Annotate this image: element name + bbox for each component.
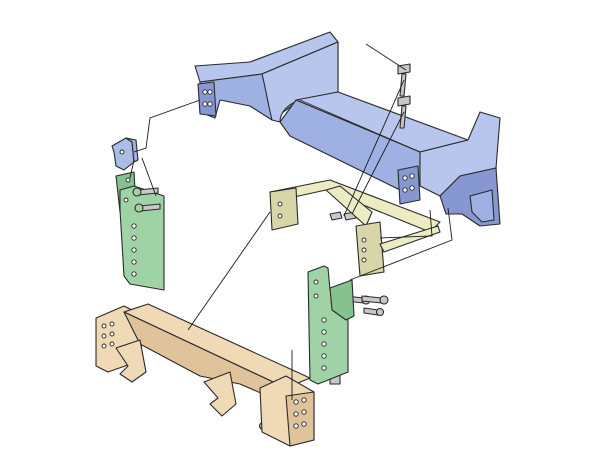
nut-icon bbox=[329, 211, 343, 221]
crossbar-right-hook bbox=[203, 371, 237, 417]
bracket-hole-column bbox=[123, 177, 137, 277]
mounting-bracket-right bbox=[307, 265, 355, 385]
clip-hole bbox=[119, 149, 125, 155]
leader-line bbox=[129, 159, 135, 179]
crossbar-right-face bbox=[285, 391, 315, 447]
support-right-plate bbox=[355, 221, 385, 277]
leader-line bbox=[133, 99, 201, 153]
clip-tab bbox=[125, 137, 139, 163]
frame-edge-line bbox=[299, 99, 421, 153]
frame-hole bbox=[409, 185, 415, 191]
receiver-crossbar bbox=[95, 303, 315, 447]
support-left-plate bbox=[269, 187, 299, 231]
leader-line bbox=[343, 79, 405, 217]
bolt-icon bbox=[134, 203, 161, 213]
frame-hole bbox=[207, 101, 213, 107]
bolt-icon bbox=[397, 95, 411, 129]
frame-right-endplate bbox=[397, 165, 421, 205]
frame-hole bbox=[409, 173, 415, 179]
vehicle-frame bbox=[194, 31, 501, 227]
bracket-flange bbox=[329, 279, 355, 321]
crossbar-left-hook bbox=[115, 339, 147, 383]
frame-tail-opening bbox=[469, 189, 495, 223]
leader-line bbox=[187, 211, 271, 331]
leader-line bbox=[141, 157, 157, 197]
bolt-icon bbox=[132, 187, 159, 197]
leader-line bbox=[349, 207, 453, 281]
frame-hole bbox=[402, 187, 408, 193]
leader-line bbox=[365, 43, 407, 71]
assembly-leader-lines bbox=[129, 43, 453, 400]
frame-left-endplate bbox=[197, 81, 217, 117]
frame-hole bbox=[202, 89, 208, 95]
leader-line bbox=[351, 111, 405, 215]
frame-hole bbox=[207, 89, 213, 95]
frame-clip-left bbox=[111, 137, 139, 171]
bolt-icon bbox=[363, 307, 385, 317]
bracket-plate bbox=[119, 185, 165, 291]
support-lower-rail bbox=[379, 225, 441, 253]
leader-line bbox=[379, 209, 433, 239]
bracket-hole-column bbox=[313, 279, 327, 371]
mounting-bracket-left bbox=[115, 171, 165, 291]
bolt-icon bbox=[361, 295, 389, 305]
crossbar-holes bbox=[101, 321, 307, 429]
frame-hole bbox=[402, 175, 408, 181]
support-arm bbox=[325, 185, 373, 227]
frame-hole bbox=[202, 101, 208, 107]
